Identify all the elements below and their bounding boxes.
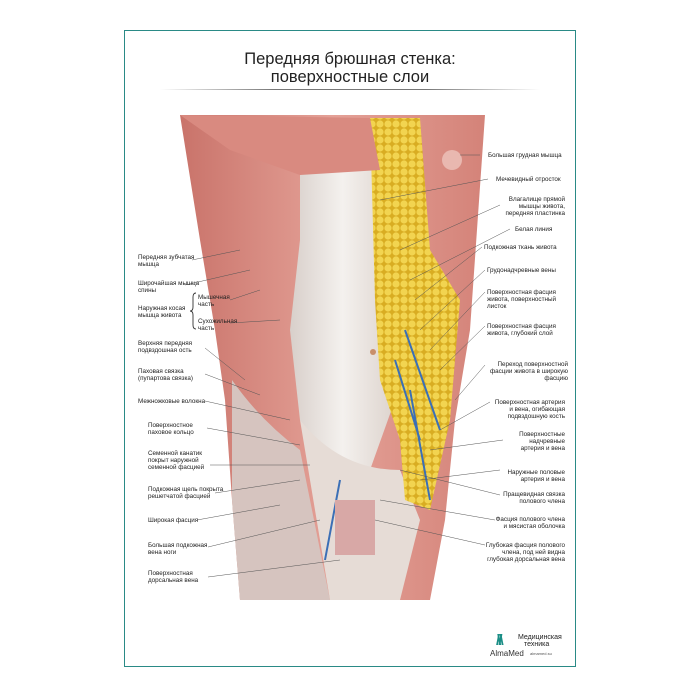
label-rectus-sheath: Влагалище прямой мышцы живота, передняя …	[505, 196, 565, 218]
logo-line-2: техника	[524, 641, 550, 648]
label-penile-fascia: Фасция полового члена и мясистая оболочк…	[495, 516, 565, 531]
label-fascia-transition: Переход поверхностной фасции живота в ши…	[489, 361, 568, 383]
label-subcutaneous-tissue: Подкожная ткань живота	[484, 244, 557, 251]
label-xiphoid-process: Мечевидный отросток	[496, 176, 561, 183]
label-external-pudendal-vessels: Наружные половые артерия и вена	[507, 469, 565, 484]
poster-title: Передняя брюшная стенка: поверхностные с…	[124, 50, 576, 86]
label-intercrural-fibers: Межножковые волокна	[138, 398, 206, 405]
label-asis: Верхняя передняя подвздошная ость	[138, 340, 193, 355]
label-circumflex-iliac-vessels: Поверхностная артерия и вена, огибающая …	[494, 399, 565, 421]
label-thoracoepigastric-veins: Грудонадчревные вены	[487, 267, 556, 274]
label-saphenous-opening: Подкожная щель покрыта решетчатой фасцие…	[148, 486, 224, 501]
logo-line-1: Медицинская	[518, 634, 562, 641]
label-muscular-part: Мышечная часть	[198, 294, 230, 309]
label-suspensory-ligament: Пращевидная связка полового члена	[503, 491, 565, 506]
label-superficial-fascia-superficial: Поверхностная фасция живота, поверхностн…	[487, 289, 556, 311]
label-superficial-fascia-deep: Поверхностная фасция живота, глубокий сл…	[487, 323, 556, 338]
title-line-2: поверхностные слои	[270, 68, 430, 86]
almamed-logo: /\/\ AlmaMed Медицинская техника almamed…	[490, 632, 570, 660]
navel	[370, 349, 376, 355]
nipple	[442, 150, 462, 170]
logo-mark-icon: /\/\	[496, 632, 503, 649]
superficial-veins	[324, 329, 441, 561]
leader-lines	[184, 154, 511, 578]
label-external-oblique: Наружная косая мышца живота	[138, 305, 186, 320]
logo-brand: AlmaMed	[490, 649, 524, 658]
label-inguinal-ligament: Паховая связка (пупартова связка)	[138, 368, 193, 383]
label-fascia-lata: Широкая фасция	[148, 517, 199, 524]
label-pectoralis-major: Большая грудная мышца	[488, 152, 562, 159]
label-latissimus-dorsi: Широчайшая мышца спины	[138, 280, 200, 295]
label-aponeurotic-part: Сухожильная часть	[198, 318, 238, 333]
censored-region	[335, 500, 375, 555]
pectoral-muscle	[180, 115, 380, 175]
abdominal-fascia	[290, 125, 395, 470]
title-line-1: Передняя брюшная стенка:	[244, 50, 456, 68]
label-linea-alba: Белая линия	[515, 226, 553, 233]
label-deep-penile-fascia: Глубокая фасция полового члена, под ней …	[485, 542, 565, 564]
label-superficial-dorsal-vein: Поверхностная дорсальная вена	[148, 570, 199, 585]
label-epigastric-vessels: Поверхностные надчревные артерия и вена	[519, 431, 565, 453]
thigh-fascia	[232, 380, 330, 600]
subcutaneous-fat	[370, 118, 460, 510]
title-divider	[160, 89, 540, 90]
label-spermatic-cord: Семенной канатик покрыт наружной семенно…	[148, 450, 205, 472]
logo-url: almamed.su	[530, 651, 552, 656]
brace-icon	[189, 292, 197, 330]
label-serratus-anterior: Передняя зубчатая мышца	[138, 254, 195, 269]
label-superficial-inguinal-ring: Поверхностное паховое кольцо	[148, 422, 194, 437]
label-great-saphenous-vein: Большая подкожная вена ноги	[148, 542, 208, 557]
